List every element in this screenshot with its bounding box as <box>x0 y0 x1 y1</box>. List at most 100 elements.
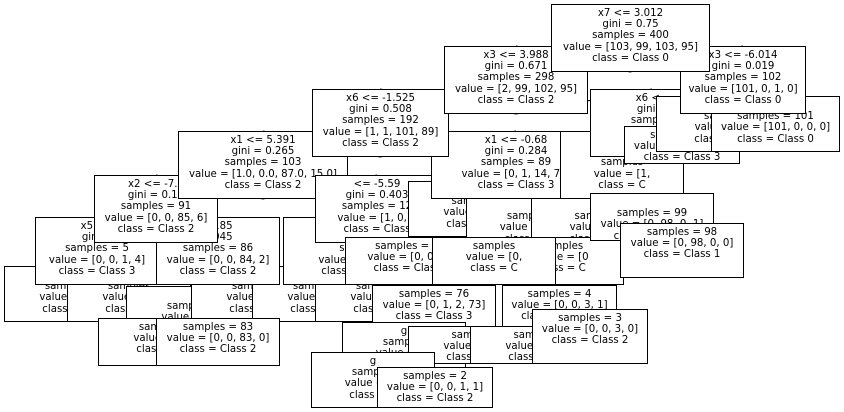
node-text-line: samples = 192 <box>342 115 419 127</box>
node-text-line: samples = 5 <box>65 243 129 255</box>
node-text-line: class = C <box>42 303 90 315</box>
node-text-line: value = [0 <box>287 292 341 304</box>
node-text-line: x3 <= 3.988 <box>483 50 549 61</box>
node-text-line: value = [0, <box>344 378 402 390</box>
node-text-line: gini = 0.265 <box>231 146 295 158</box>
node-text-line: value = [103, 99, 103, 95] <box>562 41 699 53</box>
node-text-line: value = [0, 0, 85, 6] <box>104 212 208 224</box>
node-text-line: samples <box>472 241 516 252</box>
node-text-line: value = [0, 0, 1, 4] <box>48 254 146 266</box>
node-text-line: value = [0, 1, 14, 74] <box>461 168 571 180</box>
node-text-line: class = Class 3 <box>58 265 136 277</box>
node-text-line: samples = 298 <box>477 72 555 84</box>
node-text-line: value = [0 <box>505 341 558 353</box>
node-text-line: samples <box>630 115 674 127</box>
node-text-line: value = [0 <box>127 312 249 323</box>
node-text-line: <= -5.59 <box>353 179 401 190</box>
node-text-line: samples = 2 <box>403 371 467 382</box>
node-text-line: value = [0 <box>443 341 496 353</box>
node-text-line: class = Class 0 <box>704 94 782 106</box>
node-text-line: samples = 103 <box>224 157 302 169</box>
node-text-line: x1 <= -0.68 <box>484 135 548 146</box>
node-text-line: class = Class <box>343 223 411 235</box>
node-text-line: class = C <box>349 389 397 401</box>
node-text-line: value = [0, 1, 2, 73] <box>382 300 486 312</box>
node-text-line: class = Class 1 <box>643 249 721 261</box>
node-text-line: value = [1, <box>593 168 651 180</box>
node-text-line: samples = 83 <box>182 322 254 333</box>
node-text-line: samples = 101 <box>737 111 814 123</box>
node-text-line: samples = 12 <box>341 201 413 213</box>
node-text-line: x7 <= 3.012 <box>597 8 664 19</box>
node-text-line: value = [1, 1, 101, 89] <box>322 126 439 138</box>
node-text-line: value = [0, 0, 1, 1] <box>386 382 484 394</box>
node-text-line: class = Class 3 <box>643 152 721 164</box>
node-text-line: g <box>400 326 408 337</box>
node-text-line: value = [0, 0, 83, 0] <box>166 333 270 345</box>
node-text-line: class = Class 2 <box>342 137 419 149</box>
node-text-line: class = C <box>446 352 493 364</box>
node-text-line: value = [2, 99, 102, 95] <box>454 83 578 95</box>
node-text-line: samples = 91 <box>120 201 192 213</box>
node-text-line: samples <box>166 301 210 313</box>
node-text-line: class = C <box>470 263 518 275</box>
node-text-line: gini = 0.508 <box>349 104 412 116</box>
node-text-line: x3 <= -6.014 <box>708 50 778 61</box>
node-text-line: samples = 102 <box>704 72 782 84</box>
node-text-line: value = [1.0, 0.0, 87.0, 15.0] <box>189 168 337 180</box>
node-text-line: value = [0, 0, 84, 2] <box>166 254 270 266</box>
node-text-line: class = Class 0 <box>737 133 814 145</box>
node-text-line: class = Class 3 <box>477 179 555 191</box>
node-text-line: class = Class 0 <box>592 52 669 64</box>
node-text-line: samples = 89 <box>480 157 552 169</box>
node-text-line: samples = 3 <box>558 313 622 324</box>
node-text-line: sample <box>409 330 531 341</box>
node-text-line: gini = 0.11 <box>127 190 185 202</box>
node-text-line: gini = 0.75 <box>602 19 659 31</box>
node-text-line: samples <box>506 211 550 223</box>
node-text-line: class = C <box>321 265 368 277</box>
node-text-line: class = Class 2 <box>224 179 302 191</box>
node-text-line: samples = 400 <box>592 30 669 42</box>
node-text-line: class = Class 3 <box>395 311 473 323</box>
node-text-line: samples <box>292 281 336 293</box>
node-text-line: class = C <box>290 303 338 315</box>
node-text-line: value = [101, 0, 1, 0] <box>688 83 798 95</box>
node-text-line: value = [0 <box>39 292 93 304</box>
node-text-line: value = [0, <box>499 222 557 234</box>
node-text-line <box>591 197 713 208</box>
node-text-line: value = [0, 0, 0 <box>367 252 447 264</box>
node-text-line: samples = 98 <box>646 227 718 238</box>
node-text-line: x1 <= 5.391 <box>230 135 296 146</box>
node-text-line: class = C <box>598 179 646 191</box>
node-text-line: value = [1 <box>318 254 371 266</box>
node-text-line: value = [101, 0, 0, 0] <box>720 122 831 134</box>
node-text-line: value = [1, 0, 2 <box>337 212 417 224</box>
node-text-line: sample <box>471 330 593 341</box>
node-text-line: class = C <box>508 352 555 364</box>
node-text-line: samples <box>600 157 644 169</box>
node-text-line: gini = 0.403 <box>345 190 409 202</box>
node-text-line: samples = 9 <box>375 241 439 252</box>
node-text-line: class = Class 2 <box>117 223 195 235</box>
node-text-line: class = Class 2 <box>477 94 555 106</box>
node-text-line: g <box>369 356 377 367</box>
node-text-line: value = [0, <box>465 252 523 264</box>
node-text-line: samples <box>382 337 426 349</box>
node-text-line: gini = 0.671 <box>484 61 548 73</box>
node-text-line: class = Class 2 <box>396 393 474 405</box>
node-text-line: samples = 99 <box>616 208 688 220</box>
node-text-line: value = [0, 0, 3, 1] <box>511 300 608 312</box>
node-text-line: x6 <= -1.525 <box>346 93 415 104</box>
node-text-line: samples = 86 <box>182 243 254 255</box>
node-text-line: class = Class 2 <box>179 265 257 277</box>
node-text-line: class = Class 2 <box>551 335 629 347</box>
node-text-line: class = Class <box>373 263 441 275</box>
